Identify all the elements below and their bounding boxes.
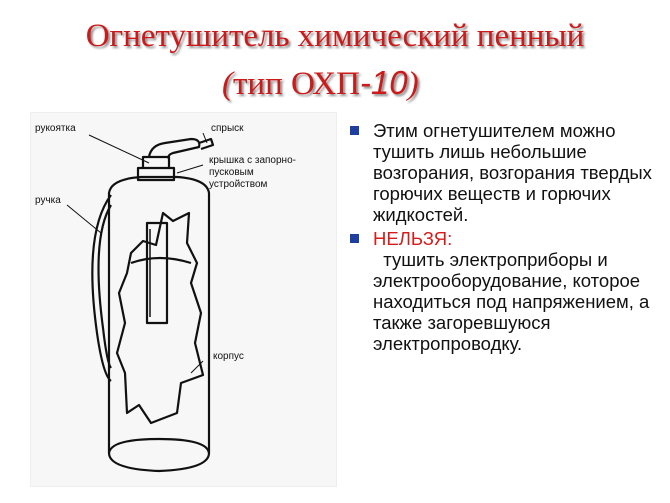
label-body: корпус: [213, 351, 244, 362]
slide-title-line2: (тип ОХП-10): [222, 64, 419, 103]
bullet-list: Этим огнетушителем можно тушить лишь неб…: [350, 120, 660, 354]
bullet-item-usage: Этим огнетушителем можно тушить лишь неб…: [350, 120, 660, 225]
leader-cap: [176, 164, 204, 174]
cutaway-outline: [115, 211, 205, 425]
leader-handle-top: [88, 134, 150, 164]
top-handle-lever: [147, 137, 201, 160]
cap-block: [136, 166, 176, 182]
bullet-usage-text: Этим огнетушителем можно тушить лишь неб…: [373, 120, 652, 225]
inner-vessel: [145, 221, 169, 325]
leader-side-handle: [66, 204, 102, 234]
cap-neck: [141, 155, 171, 168]
bullet-square-icon: [350, 126, 359, 135]
leader-body: [190, 360, 204, 374]
title-close-paren: ): [407, 66, 419, 102]
bullet-item-prohibited: НЕЛЬЗЯ:: [350, 228, 660, 249]
label-sprayer: спрыск: [211, 123, 244, 134]
sprayer-nozzle: [198, 137, 215, 151]
bullet-prohibited-label: НЕЛЬЗЯ:: [373, 228, 453, 249]
label-cap-line2: пусковым: [209, 167, 254, 178]
leader-sprayer: [202, 132, 208, 144]
label-cap-line1: крышка с запорно-: [209, 155, 296, 166]
extinguisher-diagram: рукоятка спрыск крышка с запорно- пусков…: [30, 112, 337, 487]
label-side-handle: ручка: [35, 195, 61, 206]
cutaway-inner-edge: [130, 256, 192, 265]
extinguisher-drawing: [66, 132, 215, 473]
bullet-square-icon: [350, 234, 359, 243]
cylinder-body: [107, 175, 211, 473]
label-cap-line3: устройством: [209, 179, 268, 190]
label-handle-top: рукоятка: [35, 123, 76, 134]
prohibited-text: тушить электроприборы и электрооборудова…: [373, 249, 655, 354]
title-open-paren: (: [222, 66, 233, 102]
side-handle: [91, 194, 112, 382]
side-handle-inner: [97, 204, 112, 369]
slide-title-line1: Огнетушитель химический пенный: [85, 18, 585, 54]
title-type-text: тип ОХП: [233, 66, 360, 102]
cylinder-bottom-rim: [107, 437, 211, 454]
title-model-number: -10: [359, 64, 408, 101]
